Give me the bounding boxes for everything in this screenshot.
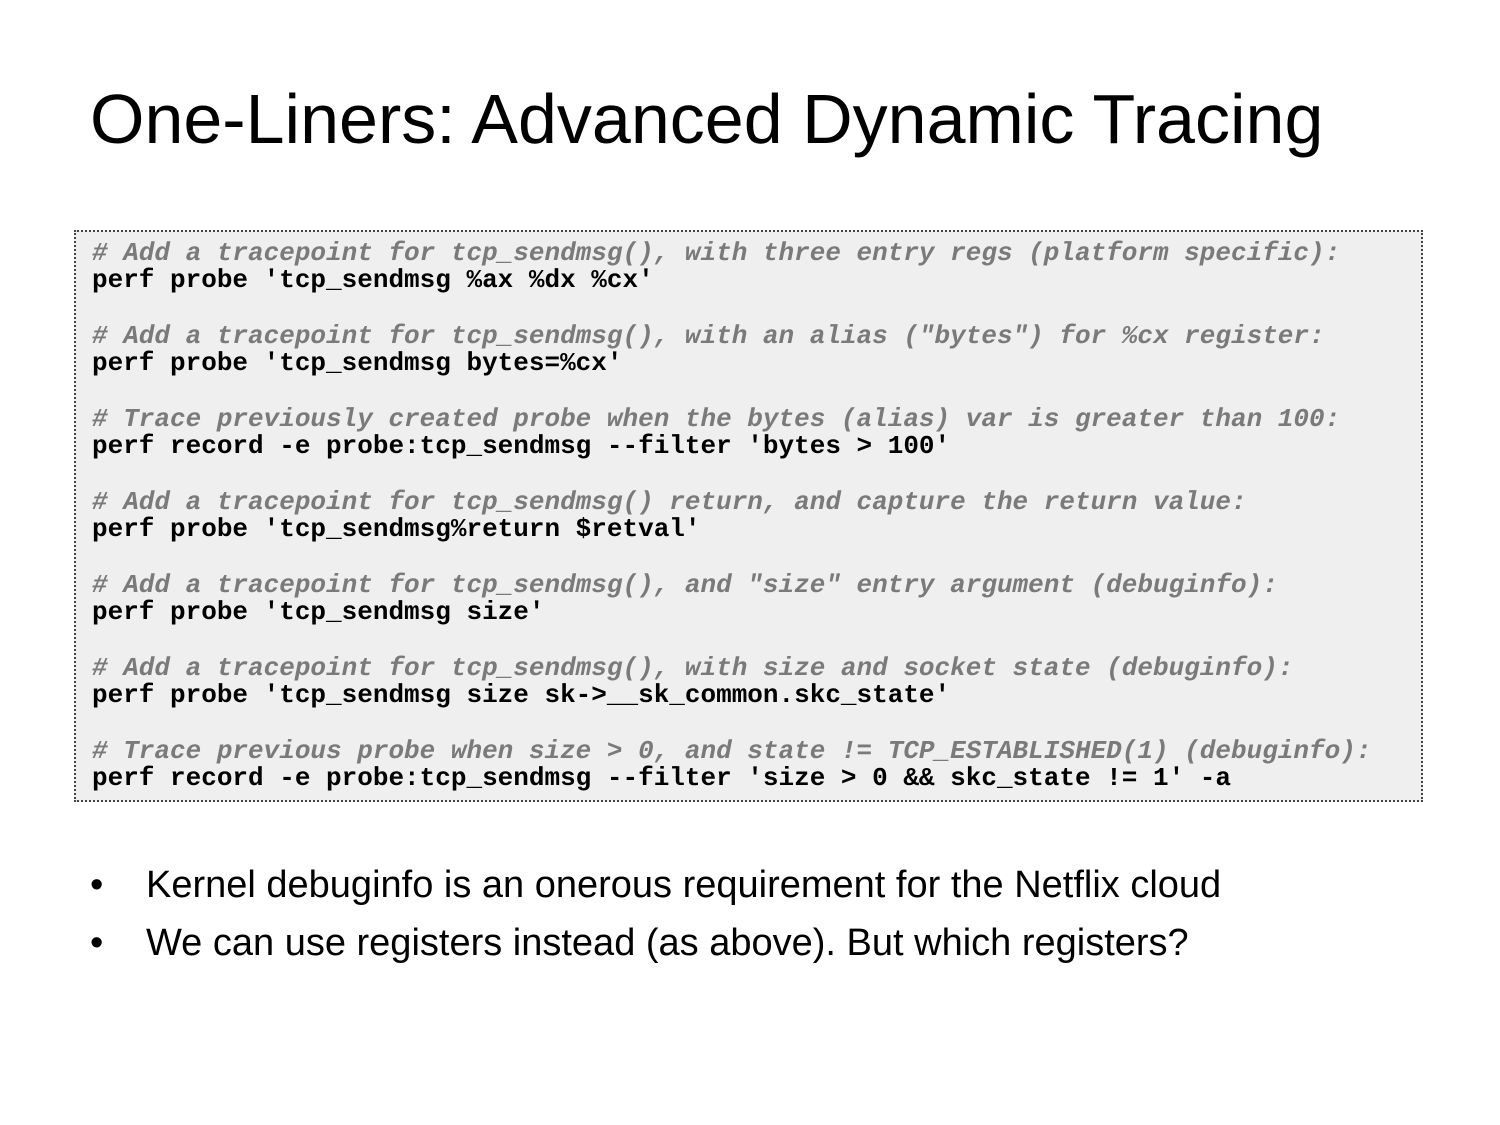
bullet-item: • We can use registers instead (as above)…	[90, 914, 1221, 972]
code-box: # Add a tracepoint for tcp_sendmsg(), wi…	[74, 230, 1423, 802]
code-block: # Add a tracepoint for tcp_sendmsg(), wi…	[92, 240, 1421, 294]
code-block: # Add a tracepoint for tcp_sendmsg(), an…	[92, 572, 1421, 626]
code-block: # Add a tracepoint for tcp_sendmsg(), wi…	[92, 323, 1421, 377]
code-comment: # Add a tracepoint for tcp_sendmsg() ret…	[92, 487, 1247, 517]
bullet-marker: •	[90, 921, 104, 964]
code-block: # Add a tracepoint for tcp_sendmsg() ret…	[92, 489, 1421, 543]
code-comment: # Trace previous probe when size > 0, an…	[92, 736, 1372, 766]
code-block: # Trace previous probe when size > 0, an…	[92, 738, 1421, 792]
bullet-text: We can use registers instead (as above).…	[146, 921, 1189, 964]
code-command: perf probe 'tcp_sendmsg size sk->__sk_co…	[92, 680, 951, 710]
bullet-item: • Kernel debuginfo is an onerous requirem…	[90, 856, 1221, 914]
code-command: perf probe 'tcp_sendmsg bytes=%cx'	[92, 348, 623, 378]
code-comment: # Add a tracepoint for tcp_sendmsg(), wi…	[92, 238, 1341, 268]
code-command: perf probe 'tcp_sendmsg size'	[92, 597, 545, 627]
code-comment: # Add a tracepoint for tcp_sendmsg(), wi…	[92, 321, 1325, 351]
bullet-text: Kernel debuginfo is an onerous requireme…	[146, 863, 1222, 906]
code-comment: # Add a tracepoint for tcp_sendmsg(), wi…	[92, 653, 1294, 683]
code-command: perf record -e probe:tcp_sendmsg --filte…	[92, 431, 951, 461]
code-command: perf probe 'tcp_sendmsg %ax %dx %cx'	[92, 265, 654, 295]
code-comment: # Trace previously created probe when th…	[92, 404, 1341, 434]
bullet-list: • Kernel debuginfo is an onerous requirem…	[90, 856, 1221, 972]
bullet-marker: •	[90, 863, 104, 906]
code-command: perf record -e probe:tcp_sendmsg --filte…	[92, 763, 1231, 793]
code-block: # Trace previously created probe when th…	[92, 406, 1421, 460]
code-comment: # Add a tracepoint for tcp_sendmsg(), an…	[92, 570, 1278, 600]
code-block: # Add a tracepoint for tcp_sendmsg(), wi…	[92, 655, 1421, 709]
code-command: perf probe 'tcp_sendmsg%return $retval'	[92, 514, 701, 544]
slide-title: One-Liners: Advanced Dynamic Tracing	[90, 80, 1324, 158]
